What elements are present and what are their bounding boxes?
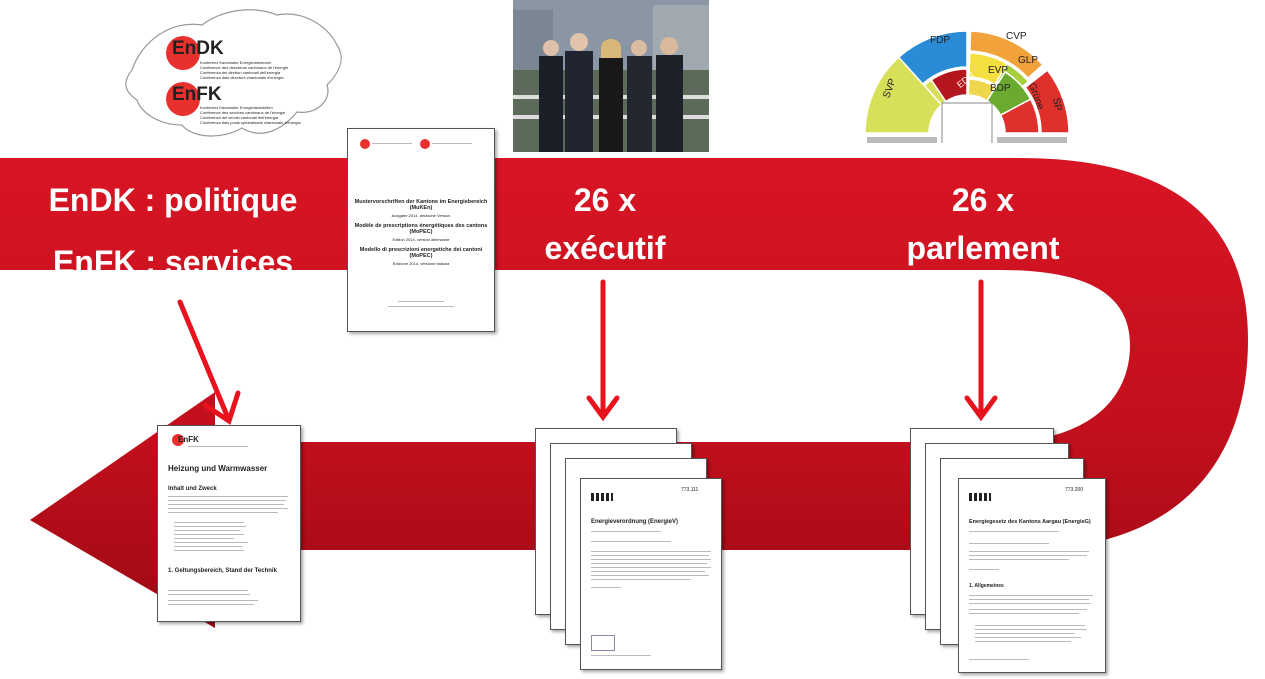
enfk-doc-header: EnFK bbox=[178, 435, 199, 444]
enfk-doc-title: Heizung und Warmwasser bbox=[168, 464, 268, 473]
mopec-document: Mustervorschriften der Kantone im Energi… bbox=[347, 128, 495, 332]
enfk-doc-section-1: Inhalt und Zweck bbox=[168, 486, 217, 492]
seat-block-sp bbox=[999, 98, 1040, 134]
parl-law-document: 773.200 Energiegesetz des Kantons Aargau… bbox=[958, 478, 1106, 673]
enfk-guideline-document: EnFK Heizung und Warmwasser Inhalt und Z… bbox=[157, 425, 301, 622]
label-executive-count: 26 x bbox=[573, 182, 637, 218]
party-label-fdp: FDP bbox=[930, 35, 950, 46]
exec-doc-number: 773.111 bbox=[681, 487, 699, 493]
photo-illustration bbox=[513, 0, 709, 152]
party-label-bdp: BDP bbox=[990, 83, 1011, 94]
mopec-sub-de: Ausgabe 2014, deutsche Version bbox=[391, 213, 451, 218]
seat-block-evp bbox=[968, 52, 1009, 86]
seat-block-fdp bbox=[897, 30, 968, 86]
endk-line-2: Conférence des directeurs cantonaux de l… bbox=[200, 65, 289, 70]
exec-doc-title: Energieverordnung (EnergieV) bbox=[591, 519, 679, 525]
canton-crest-icon bbox=[591, 493, 613, 501]
enfk-line-2: Conférence des services cantonaux de l'é… bbox=[200, 110, 286, 115]
label-parliament: parlement bbox=[906, 230, 1060, 266]
enfk-doc-logo bbox=[172, 434, 184, 446]
enfk-doc-section-2: 1. Geltungsbereich, Stand der Technik bbox=[168, 568, 277, 574]
mopec-sub-fr: Edition 2014, version allemande bbox=[392, 237, 450, 242]
endk-logo bbox=[166, 36, 200, 70]
seat-block-edu bbox=[930, 68, 968, 103]
parl-doc-number: 773.200 bbox=[1065, 487, 1084, 493]
seat-block-cvp bbox=[969, 30, 1044, 80]
label-endk-politique: EnDK : politique bbox=[48, 182, 298, 218]
party-label-evp: EVP bbox=[988, 65, 1009, 76]
parl-doc-title: Energiegesetz des Kantons Aargau (Energi… bbox=[969, 519, 1091, 525]
enfk-line-3: Conferenza dei servizi cantonali dell'en… bbox=[200, 115, 279, 120]
endk-line-4: Conferenza dals directurs chantunals d'e… bbox=[200, 75, 284, 80]
mopec-title-it: Modello di prescrizioni energetiche dei … bbox=[359, 247, 483, 259]
mopec-enfk-logo bbox=[420, 139, 430, 149]
enfk-logo bbox=[166, 82, 200, 116]
mopec-title-de: Mustervorschriften der Kantone im Energi… bbox=[354, 199, 488, 211]
mopec-title-fr: Modèle de prescriptions énergétiques des… bbox=[354, 223, 488, 235]
enfk-line-1: Konferenz Kantonaler Energiefachstellen bbox=[200, 105, 273, 110]
mopec-sub-it: Edizione 2014, versione italiana bbox=[392, 261, 450, 266]
arrow-enfk-to-guideline bbox=[177, 299, 231, 421]
label-parliament-count: 26 x bbox=[951, 182, 1015, 218]
party-label-glp: GLP bbox=[1018, 55, 1039, 66]
endk-line-3: Conferenza dei direttori cantonali dell'… bbox=[200, 70, 281, 75]
parl-canton-crest-icon bbox=[969, 493, 991, 501]
switzerland-map-outline bbox=[125, 9, 342, 137]
endk-name: EnDK bbox=[172, 38, 224, 59]
endk-line-1: Konferenz Kantonaler Energiedirektoren bbox=[200, 60, 272, 65]
government-group-photo bbox=[513, 0, 709, 152]
label-enfk-services: EnFK : services bbox=[52, 244, 294, 280]
party-label-cvp: CVP bbox=[1006, 31, 1027, 42]
label-executive: exécutif bbox=[544, 230, 666, 266]
parl-doc-section: 1. Allgemeines bbox=[969, 583, 1004, 589]
enfk-name: EnFK bbox=[172, 84, 222, 105]
exec-ordinance-document: 773.111 Energieverordnung (EnergieV) bbox=[580, 478, 722, 670]
seat-block-sp bbox=[1024, 69, 1070, 134]
enfk-line-4: Conferenza dals posts spezialisads chant… bbox=[200, 120, 301, 125]
parliament-seat-chart: FDP CVP GLP EVP BDP EDU SVP Grüne SP bbox=[862, 3, 1072, 151]
swiss-map-logo-card: EnDK Konferenz Kantonaler Energiedirekto… bbox=[112, 0, 352, 150]
mopec-endk-logo bbox=[360, 139, 370, 149]
exec-doc-stamp bbox=[591, 635, 615, 651]
